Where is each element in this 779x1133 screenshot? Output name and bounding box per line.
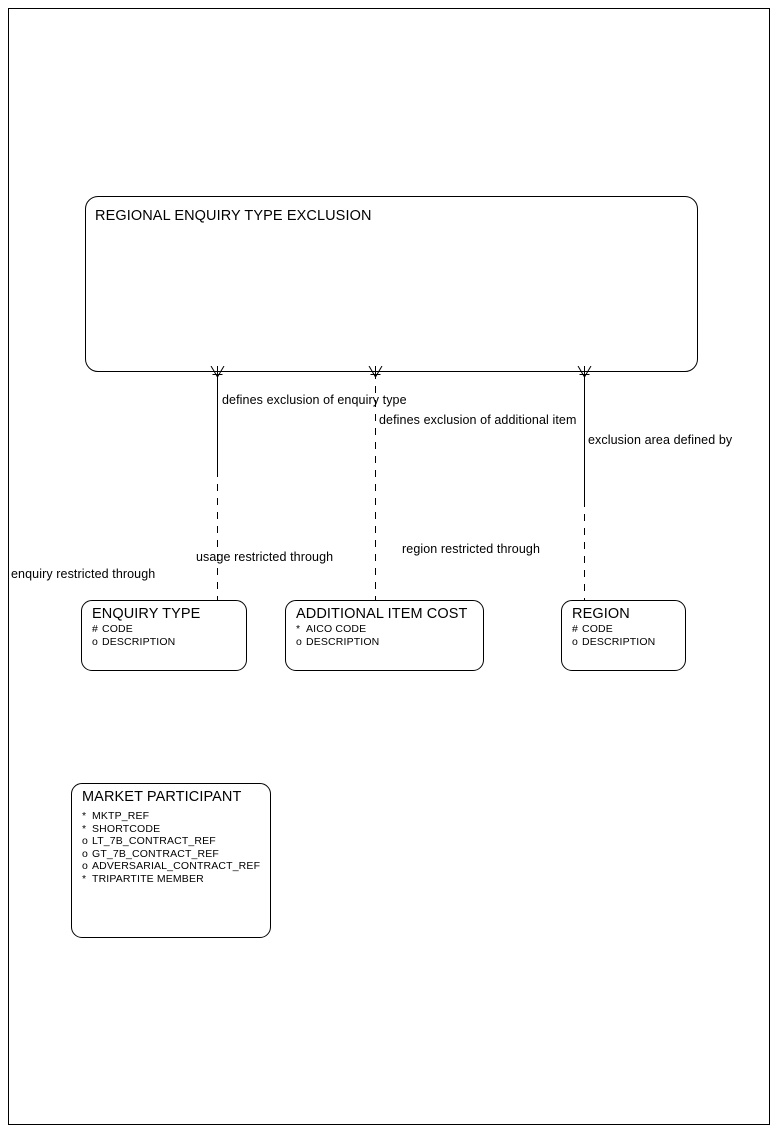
attribute-marker: o (82, 860, 88, 873)
relationship-line-additional-item-cost (375, 372, 376, 600)
attribute-label: MKTP_REF (92, 810, 150, 822)
attribute-label: GT_7B_CONTRACT_REF (92, 847, 219, 860)
entity-regional-enquiry-type-exclusion[interactable]: REGIONAL ENQUIRY TYPE EXCLUSION (85, 196, 698, 372)
attribute-list: # CODE o DESCRIPTION (92, 623, 175, 648)
attribute-marker: o (82, 835, 88, 848)
attribute-row: o GT_7B_CONTRACT_REF (82, 848, 274, 861)
relationship-line-region-lower (584, 500, 585, 600)
entity-title: ADDITIONAL ITEM COST (296, 606, 468, 622)
relationship-label-defines-exclusion-of-additional-item: defines exclusion of additional item (379, 413, 577, 427)
attribute-list: * AICO CODE o DESCRIPTION (296, 623, 379, 648)
entity-region[interactable]: REGION # CODE o DESCRIPTION (561, 600, 686, 671)
attribute-label: ADVERSARIAL_CONTRACT_REF (92, 860, 261, 873)
attribute-label: SHORTCODE (92, 822, 161, 835)
attribute-row: # CODE (572, 623, 655, 636)
attribute-label: TRIPARTITE MEMBER (92, 872, 204, 885)
attribute-row: * AICO CODE (296, 623, 379, 636)
attribute-marker: * (82, 872, 87, 885)
attribute-row: o DESCRIPTION (572, 636, 655, 649)
attribute-row: # CODE (92, 623, 175, 636)
attribute-row: * TRIPARTITE MEMBER (82, 873, 274, 886)
attribute-label: AICO CODE (306, 623, 367, 635)
entity-enquiry-type[interactable]: ENQUIRY TYPE # CODE o DESCRIPTION (81, 600, 247, 671)
attribute-row: o ADVERSARIAL_CONTRACT_REF (82, 860, 274, 873)
relationship-label-enquiry-restricted-through: enquiry restricted through (11, 567, 156, 581)
relationship-label-region-restricted-through: region restricted through (402, 542, 540, 556)
attribute-marker: o (92, 635, 98, 648)
attribute-label: DESCRIPTION (306, 635, 380, 648)
attribute-label: DESCRIPTION (102, 635, 176, 648)
attribute-label: CODE (582, 623, 613, 635)
attribute-marker: * (82, 822, 87, 835)
attribute-marker: * (296, 623, 301, 635)
entity-title: MARKET PARTICIPANT (82, 789, 242, 805)
attribute-label: LT_7B_CONTRACT_REF (92, 835, 216, 848)
relationship-line-enquiry-type-lower (217, 470, 218, 600)
relationship-label-defines-exclusion-of-enquiry-type: defines exclusion of enquiry type (222, 393, 407, 407)
attribute-marker: * (82, 810, 87, 822)
attribute-marker: o (572, 635, 578, 648)
relationship-line-enquiry-type-upper (217, 372, 218, 470)
attribute-row: * MKTP_REF (82, 810, 274, 823)
entity-title: REGIONAL ENQUIRY TYPE EXCLUSION (95, 208, 372, 224)
entity-title: REGION (572, 606, 630, 622)
attribute-row: * SHORTCODE (82, 823, 274, 836)
attribute-row: o LT_7B_CONTRACT_REF (82, 835, 274, 848)
attribute-label: DESCRIPTION (582, 635, 656, 648)
relationship-label-exclusion-area-defined-by: exclusion area defined by (588, 433, 733, 447)
attribute-marker: o (82, 847, 88, 860)
attribute-label: CODE (102, 623, 133, 635)
attribute-marker: # (572, 623, 578, 635)
relationship-line-region-upper (584, 372, 585, 500)
entity-additional-item-cost[interactable]: ADDITIONAL ITEM COST * AICO CODE o DESCRIP… (285, 600, 484, 671)
attribute-row: o DESCRIPTION (92, 636, 175, 649)
entity-title: ENQUIRY TYPE (92, 606, 201, 622)
attribute-list: * MKTP_REF * SHORTCODE o LT_7B_CONTRACT_REF… (82, 810, 274, 886)
attribute-marker: # (92, 623, 98, 635)
attribute-marker: o (296, 635, 302, 648)
entity-market-participant[interactable]: MARKET PARTICIPANT * MKTP_REF * SHORTCODE … (71, 783, 271, 938)
attribute-row: o DESCRIPTION (296, 636, 379, 649)
attribute-list: # CODE o DESCRIPTION (572, 623, 655, 648)
relationship-label-usage-restricted-through: usage restricted through (196, 550, 334, 564)
